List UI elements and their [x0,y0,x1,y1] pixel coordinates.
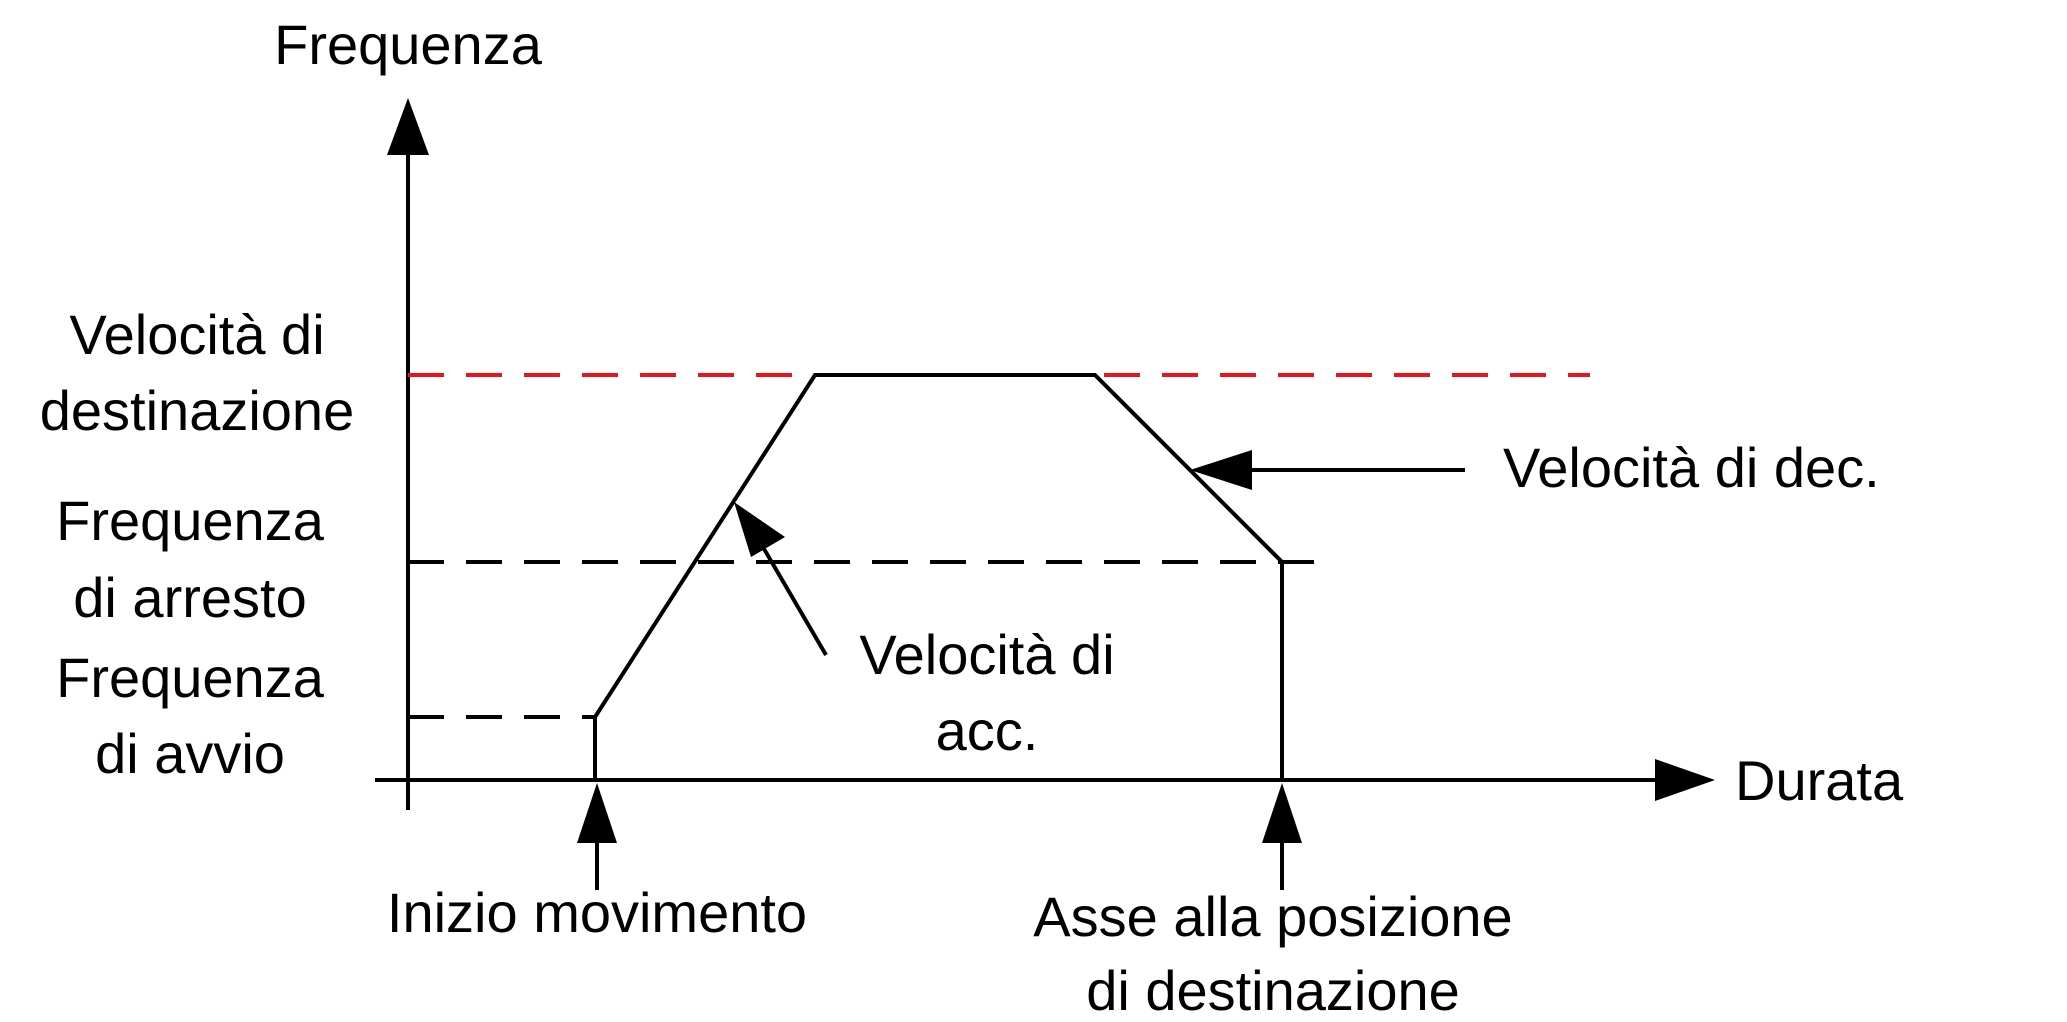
target-speed-label-line2: destinazione [40,379,354,442]
speed-profile-curve [593,373,1284,780]
decel-speed-label: Velocità di dec. [1503,436,1880,499]
accel-pointer-arrowhead [734,502,785,557]
x-axis-label: Durata [1735,749,1904,812]
stop-frequency-label-line1: Frequenza [56,489,325,552]
target-speed-label-line1: Velocità di [69,303,324,366]
motion-start-label: Inizio movimento [387,881,807,944]
axis-at-target-pointer-arrowhead [1262,783,1302,843]
motion-start-pointer-arrowhead [577,783,617,843]
axis-at-target-label-line1: Asse alla posizione [1033,885,1512,948]
decel-pointer-arrowhead [1190,450,1252,490]
y-axis-arrowhead [387,98,429,155]
y-axis-label: Frequenza [274,13,543,76]
start-frequency-label-line1: Frequenza [56,646,325,709]
x-axis-arrowhead [1655,759,1715,801]
stop-frequency-label-line2: di arresto [73,566,306,629]
accel-pointer-line [758,540,828,657]
start-frequency-label-line2: di avvio [95,722,285,785]
accel-speed-label-line2: acc. [936,699,1039,762]
accel-speed-label-line1: Velocità di [859,623,1114,686]
axis-at-target-label-line2: di destinazione [1086,959,1460,1022]
